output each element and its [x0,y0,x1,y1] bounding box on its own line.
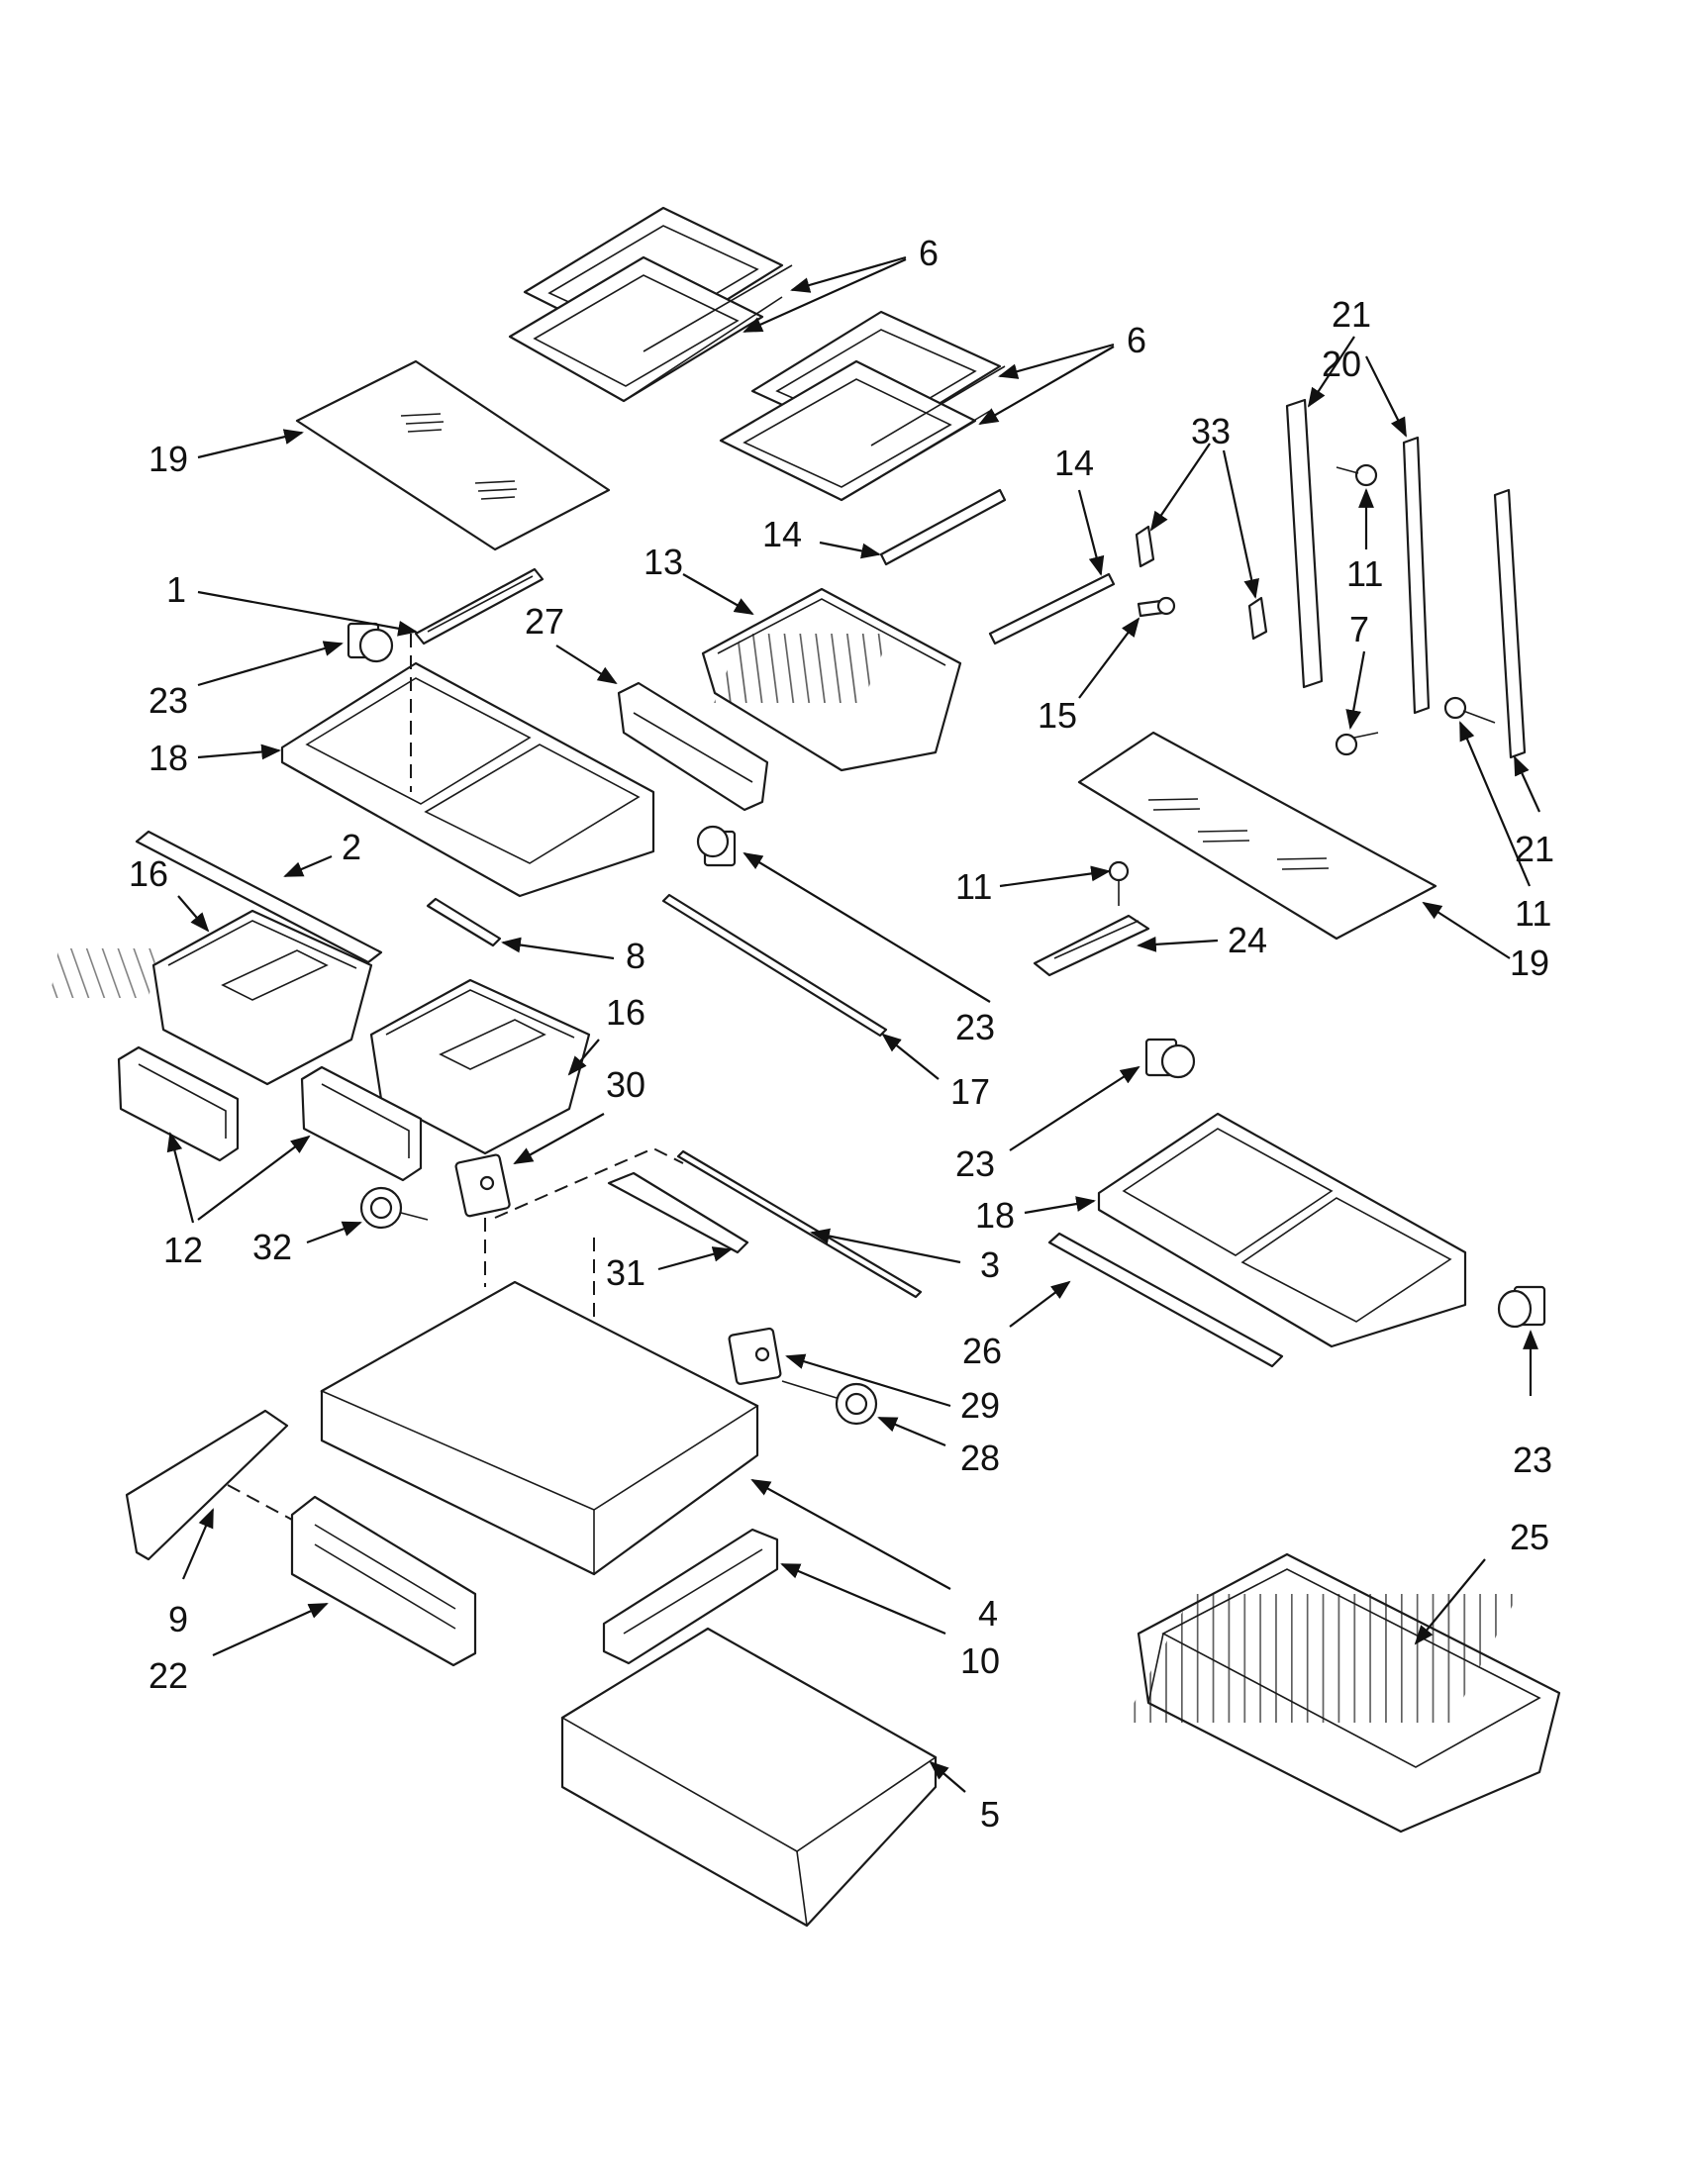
rod-3 [676,1149,923,1299]
freezer-pan-25 [1123,1552,1561,1834]
callout-32: 32 [252,1227,292,1267]
callout-9: 9 [168,1599,188,1639]
callout-20: 20 [1322,344,1361,384]
crisper-front-27 [617,681,769,812]
callout-15: 15 [1038,695,1077,736]
basket-divider-10 [602,1528,779,1665]
front-trim-2 [135,830,383,964]
callout-6: 6 [919,233,939,273]
screw-11-upper [1336,463,1378,487]
callout-18: 18 [149,738,188,778]
divider-8 [426,897,502,947]
callout-28: 28 [960,1438,1000,1478]
glass-shelf-upper [295,359,611,551]
crisper-cover-frame-left [280,634,655,898]
callout-1: 1 [166,569,186,610]
rail-17 [661,893,888,1038]
leader-lines [166,255,1541,1793]
basket-bracket-29 [728,1327,782,1385]
bracket-33-upper [1135,525,1155,568]
callout-26: 26 [962,1331,1002,1371]
gear-28 [781,1380,878,1426]
callout-16: 16 [129,853,168,894]
slide-cap-middle [696,825,737,867]
gear-32 [359,1186,429,1230]
callout-27: 27 [525,601,564,642]
callout-8: 8 [626,936,645,976]
glass-shelf-lower [1077,731,1437,941]
callout-14: 14 [762,514,802,554]
callout-14: 14 [1054,443,1094,483]
callout-13: 13 [644,542,683,582]
callout-3: 3 [980,1244,1000,1285]
shelf-frame-upper-right [719,310,1006,502]
callout-4: 4 [978,1593,998,1634]
callout-23: 23 [955,1143,995,1184]
callout-21: 21 [1515,829,1554,869]
slide-cap-far-right [1497,1285,1546,1329]
callout-10: 10 [960,1640,1000,1681]
callout-17: 17 [950,1071,990,1112]
callout-23: 23 [149,680,188,721]
callout-18: 18 [975,1195,1015,1236]
callout-12: 12 [163,1230,203,1270]
rail-21-right [1493,488,1527,759]
basket-support-31 [494,1146,749,1254]
callout-11: 11 [1515,893,1551,934]
bracket-33-lower [1247,596,1268,641]
meat-pan-13 [701,587,962,772]
callout-29: 29 [960,1385,1000,1426]
rail-21-left [1285,398,1324,689]
callout-2: 2 [342,827,361,867]
callout-labels: 6 6 19 21 20 33 14 14 13 1 11 27 7 23 15… [129,233,1554,1835]
screw-11-center [1108,860,1130,906]
bracket-24 [1033,914,1150,977]
screw-11-right [1443,696,1496,724]
callout-30: 30 [606,1064,645,1105]
callout-31: 31 [606,1252,645,1293]
basket-divider-22 [290,1495,477,1667]
trim-26 [1047,1232,1284,1368]
crisper-cover-frame-right [1097,1112,1467,1348]
callout-19: 19 [149,439,188,479]
crisper-drawer-left [50,909,373,1086]
wire-basket-upper [320,1218,759,1576]
callout-11: 11 [955,866,992,907]
callout-23: 23 [1513,1439,1552,1480]
slide-14-lower [988,572,1116,645]
rail-20 [1402,436,1431,715]
screw-7 [1335,732,1379,756]
callout-21: 21 [1332,294,1371,335]
callout-6: 6 [1127,320,1146,360]
callout-19: 19 [1510,943,1549,983]
slide-cap-right-upper [1144,1038,1196,1079]
shelf-rail-1 [414,567,545,645]
crisper-front-left [117,1045,240,1162]
crisper-front-right [300,1065,423,1182]
callout-33: 33 [1191,411,1231,451]
shelf-frame-upper-left [508,206,793,403]
callout-22: 22 [149,1655,188,1696]
basket-divider-9 [125,1409,293,1561]
callout-24: 24 [1228,920,1267,960]
callout-23: 23 [955,1007,995,1047]
screw-15 [1137,596,1176,618]
callout-25: 25 [1510,1517,1549,1557]
callout-5: 5 [980,1794,1000,1835]
slide-cap-left [347,622,394,663]
callout-7: 7 [1349,609,1369,649]
callout-11: 11 [1346,553,1383,594]
basket-bracket-30 [454,1153,511,1218]
callout-16: 16 [606,992,645,1033]
slide-14-upper [879,488,1007,566]
wire-basket-lower [560,1627,938,1928]
